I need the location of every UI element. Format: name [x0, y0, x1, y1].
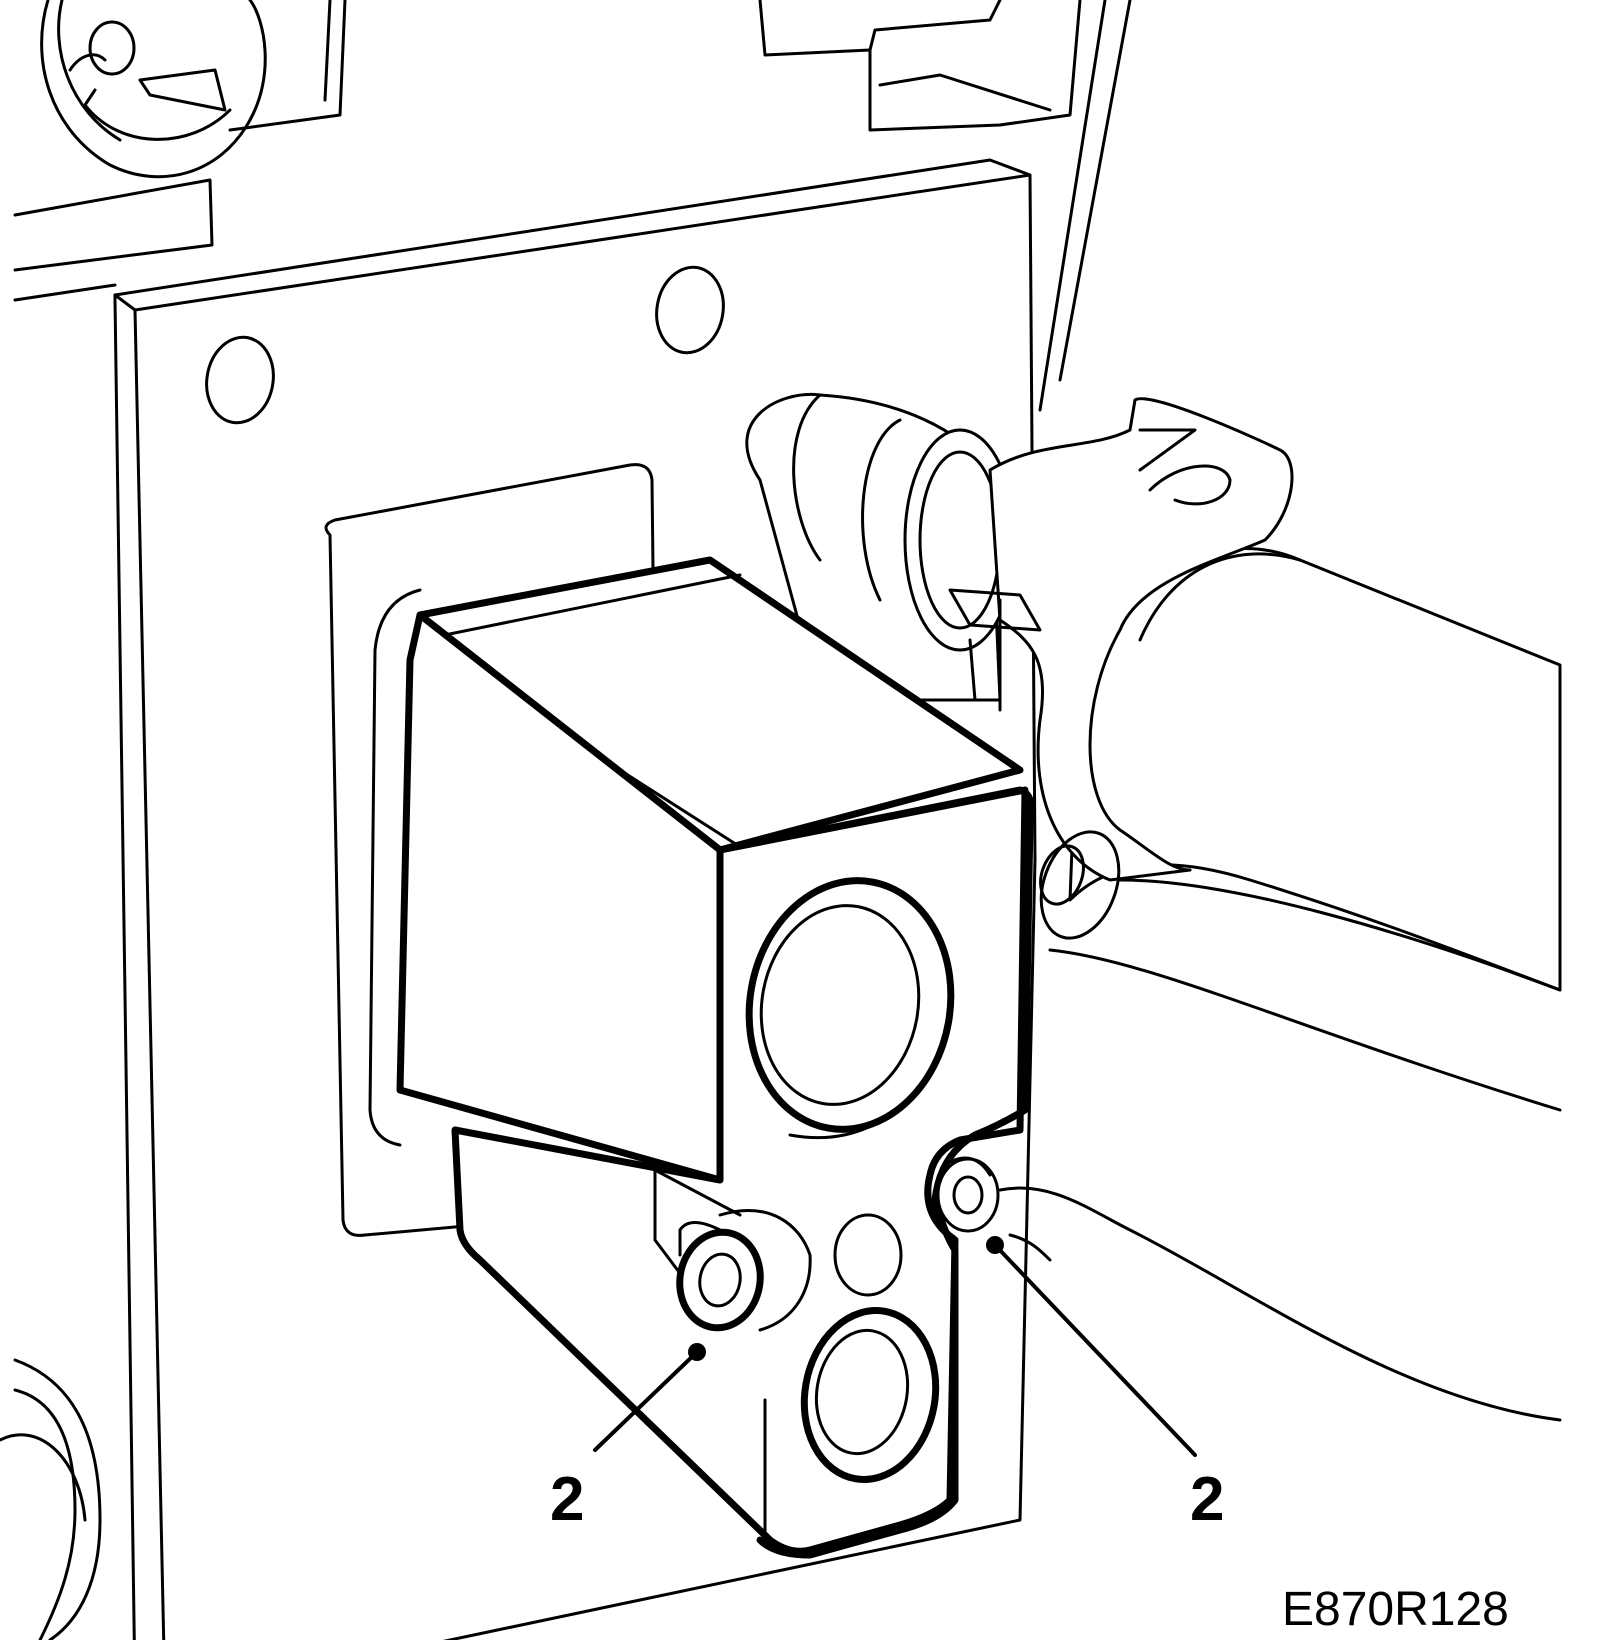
upper-housing	[13, 0, 1132, 412]
lower-left-component	[0, 1358, 102, 1640]
leader-line-left	[593, 1350, 699, 1452]
figure-id: E870R128	[1282, 1583, 1509, 1636]
refrigerant-pipes	[745, 392, 1562, 1422]
expansion-valve-block	[396, 556, 1035, 1559]
callout-right: 2	[986, 1236, 1224, 1534]
callout-label-left: 2	[550, 1465, 584, 1534]
callout-label-right: 2	[1190, 1465, 1224, 1534]
leader-line-right	[993, 1243, 1197, 1457]
callout-left: 2	[550, 1343, 706, 1534]
